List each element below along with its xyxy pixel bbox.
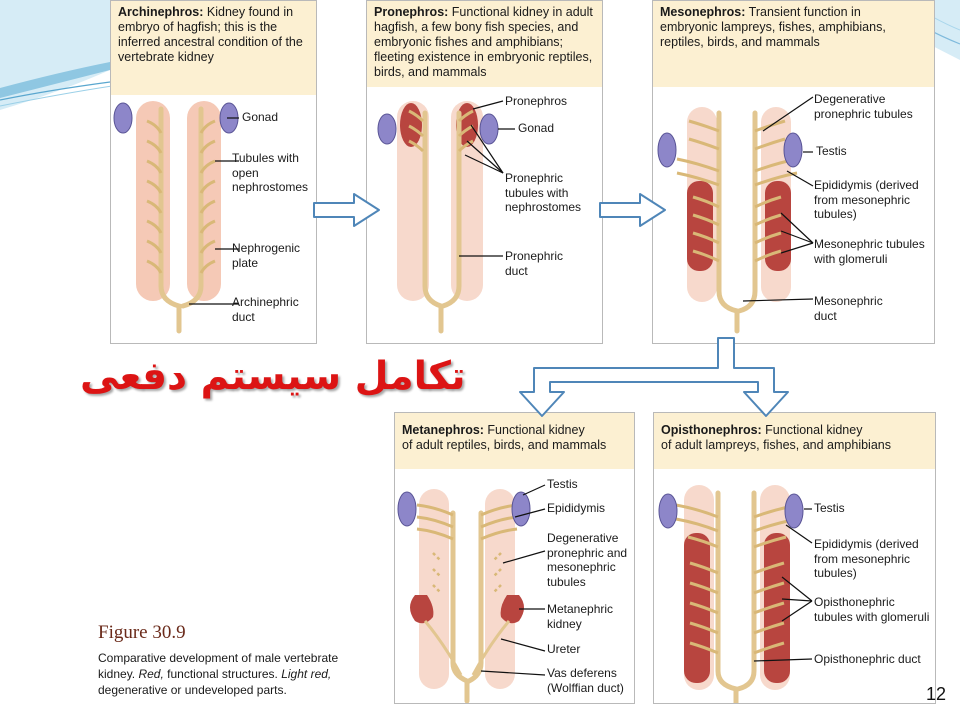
label-testis: Testis — [814, 501, 845, 515]
metanephros-illustration — [397, 484, 546, 703]
caption-text: Functional kidney — [761, 423, 863, 437]
label-nephrogenic-plate: Nephrogenic plate — [232, 241, 301, 270]
label-gonad: Gonad — [518, 121, 555, 135]
page-number: 12 — [926, 684, 947, 704]
opisthonephros-illustration — [658, 485, 813, 703]
label-testis: Testis — [816, 144, 847, 158]
caption-text: Transient function in — [745, 5, 861, 19]
label-epididymis: Epididymis (derived from mesonephric tub… — [814, 537, 919, 580]
label-epididymis: Epididymis — [547, 501, 606, 515]
caption-term: Metanephros: — [402, 423, 484, 437]
figure-caption: Figure 30.9 Comparative development of m… — [98, 622, 398, 698]
label-gonad: Gonad — [242, 110, 279, 124]
caption-text: Kidney found in — [203, 5, 294, 19]
caption-text: embryonic fishes and amphibians; — [374, 35, 563, 49]
caption-term: Mesonephros: — [660, 5, 746, 19]
label-metanephric-kidney: Metanephric kidney — [547, 602, 614, 631]
label-opisthonephric-duct: Opisthonephric duct — [814, 652, 921, 666]
caption-text: hagfish, a few bony fish species, and — [374, 20, 579, 34]
caption-term: Pronephros: — [374, 5, 449, 19]
caption-term: Archinephros: — [118, 5, 204, 19]
caption-text: Functional kidney — [483, 423, 585, 437]
caption-text: of adult lampreys, fishes, and amphibian… — [661, 438, 891, 452]
caption-term: Opisthonephros: — [661, 423, 762, 437]
pronephros-illustration — [377, 100, 515, 334]
label-pronephric-duct: Pronephric duct — [505, 249, 564, 278]
panel-mesonephros: Mesonephros: Transient function in embry… — [652, 0, 935, 344]
label-vas-deferens: Vas deferens (Wolffian duct) — [547, 666, 624, 695]
panel-metanephros: Metanephros: Functional kidney of adult … — [394, 412, 635, 704]
caption-mesonephros: Mesonephros: Transient function in embry… — [653, 1, 934, 87]
caption-text: fleeting existence in embryonic reptiles… — [374, 50, 593, 64]
caption-text: vertebrate kidney — [118, 50, 214, 64]
label-ureter: Ureter — [547, 642, 581, 656]
mesonephros-illustration — [657, 96, 814, 334]
caption-text: embryonic lampreys, fishes, amphibians, — [660, 20, 886, 34]
caption-text: of adult reptiles, birds, and mammals — [402, 438, 607, 452]
caption-text: Functional kidney in adult — [448, 5, 593, 19]
label-testis: Testis — [547, 477, 578, 491]
caption-metanephros: Metanephros: Functional kidney of adult … — [395, 413, 634, 469]
label-mesonephric-tubules: Mesonephric tubules with glomeruli — [814, 237, 925, 266]
panel-pronephros: Pronephros: Functional kidney in adult h… — [366, 0, 603, 344]
label-tubules: Tubules with open nephrostomes — [232, 151, 309, 194]
label-degenerative-pronephric-tubules: Degenerative pronephric tubules — [814, 92, 913, 121]
figure-description: Comparative development of male vertebra… — [98, 651, 339, 697]
caption-text: inferred ancestral condition of the — [118, 35, 303, 49]
label-degenerative-tubules: Degenerative pronephric and mesonephric … — [547, 531, 628, 589]
caption-text: birds, and mammals — [374, 65, 487, 79]
arrow-archi-to-pro — [313, 193, 380, 227]
label-pronephric-tubules: Pronephric tubules with nephrostomes — [505, 171, 582, 214]
panel-archinephros: Archinephros: Kidney found in embryo of … — [110, 0, 317, 344]
label-archinephric-duct: Archinephric duct — [232, 295, 299, 324]
caption-text: embryo of hagfish; this is the — [118, 20, 278, 34]
slide-title: تکامل سیستم دفعی — [80, 354, 466, 399]
arrow-meso-branching — [519, 337, 789, 417]
label-epididymis: Epididymis (derived from mesonephric tub… — [814, 178, 919, 221]
label-pronephros: Pronephros — [505, 94, 568, 108]
label-opisthonephric-tubules: Opisthonephric tubules with glomeruli — [814, 595, 930, 624]
panel-opisthonephros: Opisthonephros: Functional kidney of adu… — [653, 412, 936, 704]
caption-text: reptiles, birds, and mammals — [660, 35, 820, 49]
caption-archinephros: Archinephros: Kidney found in embryo of … — [111, 1, 316, 95]
figure-title: Figure 30.9 — [98, 622, 186, 643]
arrow-pro-to-meso — [599, 193, 666, 227]
label-mesonephric-duct: Mesonephric duct — [814, 294, 883, 323]
caption-pronephros: Pronephros: Functional kidney in adult h… — [367, 1, 602, 87]
archinephros-illustration — [113, 101, 239, 334]
caption-opisthonephros: Opisthonephros: Functional kidney of adu… — [654, 413, 935, 469]
